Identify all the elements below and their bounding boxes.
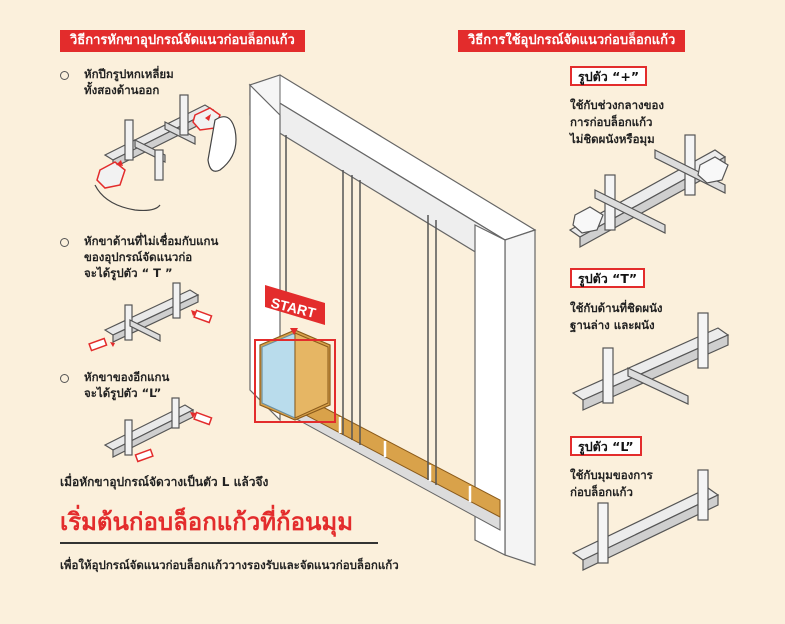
instruction-note: เมื่อหักขาอุปกรณ์จัดวางเป็นตัว L แล้วจึง [60,475,269,489]
step-1-bullet [60,71,69,80]
l-connector-illustration [571,469,720,571]
shape-plus-desc: ใช้กับช่วงกลางของการก่อบล็อกแก้วไม่ชิดผน… [570,98,665,146]
left-section-banner: วิธีการหักขาอุปกรณ์จัดแนวก่อบล็อกแก้ว [60,30,305,52]
shape-l-label: รูปตัว “L” [570,436,642,456]
step-3-bullet [60,374,69,383]
t-connector-illustration [571,312,730,411]
shape-l-desc: ใช้กับมุมของการก่อบล็อกแก้ว [570,468,653,499]
step-2-bullet [60,238,69,247]
shape-t-desc: ใช้กับด้านที่ชิดผนังฐานล่าง และผนัง [570,301,663,332]
plus-connector-illustration [568,134,729,249]
step-1-text: หักปีกรูปหกเหลี่ยมทั้งสองด้านออก [84,67,174,97]
step-2-text: หักขาด้านที่ไม่เชื่อมกับแกนของอุปกรณ์จัด… [84,234,219,280]
step-1-illustration [94,94,237,212]
footer-note: เพื่อให้อุปกรณ์จัดแนวก่อบล็อกแก้ววางรองร… [60,558,399,572]
right-section-banner: วิธีการใช้อุปกรณ์จัดแนวก่อบล็อกแก้ว [458,30,686,52]
step-3-illustration [103,397,213,463]
headline-underline [60,542,378,544]
step-3-text: หักขาของอีกแกนจะได้รูปตัว “L” [84,370,170,400]
shape-plus-label: รูปตัว “+” [570,66,648,86]
shape-t-label: รูปตัว “T” [570,268,646,288]
main-headline: เริ่มต้นก่อบล็อกแก้วที่ก้อนมุม [60,508,354,536]
step-2-illustration [88,282,213,352]
wall-frame-illustration: START [248,74,537,566]
